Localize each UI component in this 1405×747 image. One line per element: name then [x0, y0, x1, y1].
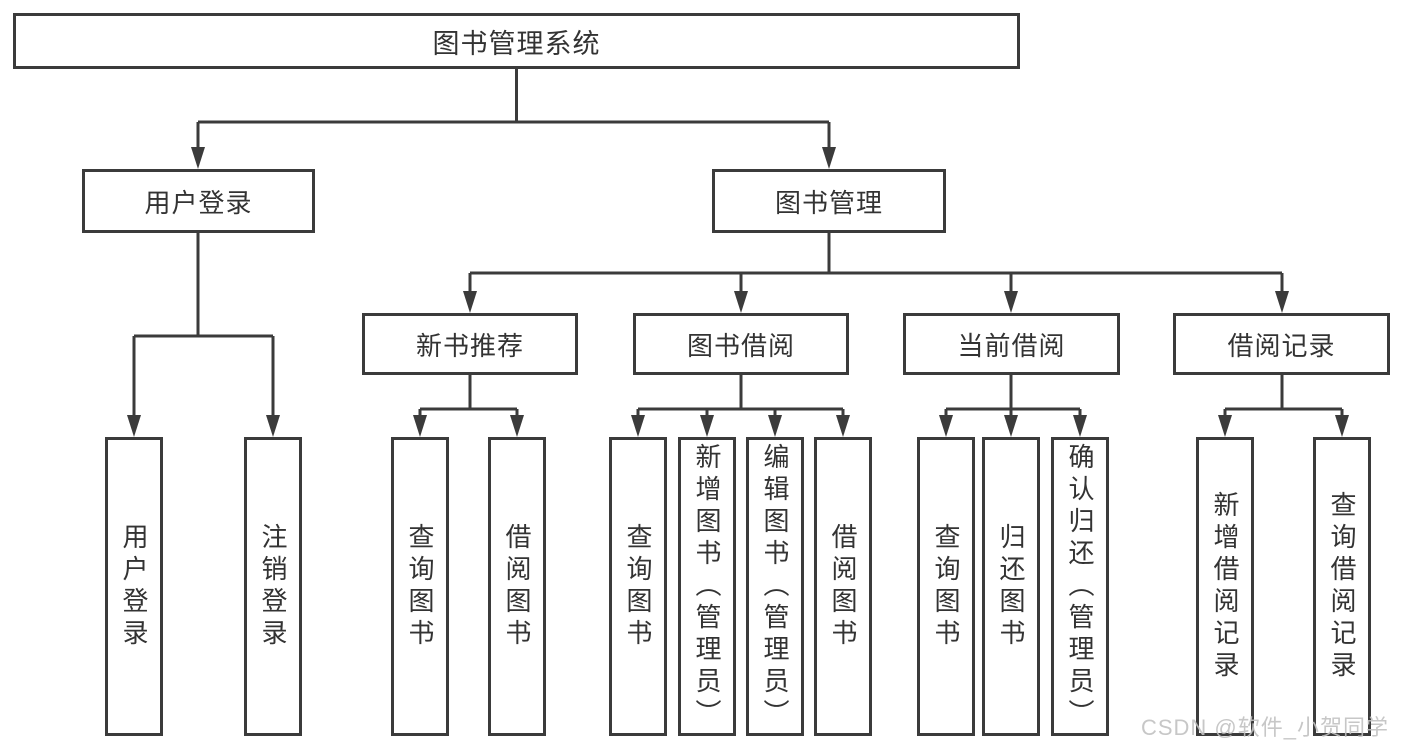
node-query-books-3: 查询图书: [917, 437, 975, 736]
node-label: 查询图书: [405, 522, 435, 651]
node-new-book-recommend: 新书推荐: [362, 313, 578, 375]
node-label: 查询图书: [623, 522, 653, 651]
node-borrow-records: 借阅记录: [1173, 313, 1390, 375]
connector-new-book: [413, 375, 524, 437]
node-book-management: 图书管理: [712, 169, 946, 233]
node-label: 借阅图书: [502, 522, 532, 651]
node-label: 编辑图书（管理员）: [760, 442, 790, 731]
connector-root: [191, 69, 836, 169]
node-label: 查询借阅记录: [1327, 490, 1357, 683]
node-label: 用户登录: [119, 522, 149, 651]
csdn-watermark: CSDN @软件_小贺同学: [1140, 715, 1389, 740]
node-confirm-return-admin: 确认归还（管理员）: [1051, 437, 1109, 736]
node-label: 确认归还（管理员）: [1065, 442, 1095, 731]
node-return-books: 归还图书: [982, 437, 1040, 736]
node-label: 归还图书: [996, 522, 1026, 651]
node-user-login-action: 用户登录: [105, 437, 163, 736]
node-borrow-books-2: 借阅图书: [814, 437, 872, 736]
node-borrow-books: 借阅图书: [488, 437, 546, 736]
connector-book-management: [463, 233, 1289, 313]
node-label: 新增图书（管理员）: [692, 442, 722, 731]
node-query-books-2: 查询图书: [609, 437, 667, 736]
node-current-borrow: 当前借阅: [903, 313, 1120, 375]
node-root-system: 图书管理系统: [13, 13, 1020, 69]
connector-borrow-records: [1218, 375, 1349, 437]
node-add-borrow-record: 新增借阅记录: [1196, 437, 1254, 736]
connector-book-borrow: [631, 375, 850, 437]
node-label: 新增借阅记录: [1210, 490, 1240, 683]
node-label: 借阅图书: [828, 522, 858, 651]
node-logout-action: 注销登录: [244, 437, 302, 736]
connector-user-login: [127, 233, 280, 437]
node-book-borrow: 图书借阅: [633, 313, 849, 375]
node-user-login: 用户登录: [82, 169, 315, 233]
node-edit-books-admin: 编辑图书（管理员）: [746, 437, 804, 736]
node-label: 注销登录: [258, 522, 288, 651]
node-label: 查询图书: [931, 522, 961, 651]
node-query-borrow-record: 查询借阅记录: [1313, 437, 1371, 736]
node-query-books: 查询图书: [391, 437, 449, 736]
connector-current-borrow: [939, 375, 1087, 437]
node-add-books-admin: 新增图书（管理员）: [678, 437, 736, 736]
